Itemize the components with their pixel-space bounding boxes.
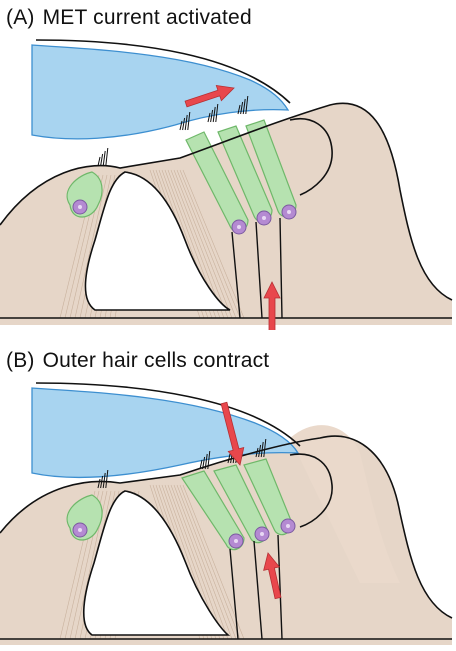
stereocilium [101, 154, 103, 166]
nucleolus [262, 216, 266, 220]
organ-of-corti-b [0, 383, 452, 645]
panel-a-diagram [0, 0, 456, 330]
panel-a: (A)MET current activated [0, 0, 456, 330]
nucleolus [286, 524, 290, 528]
nucleolus [237, 225, 241, 229]
nucleolus [234, 539, 238, 543]
panel-b-diagram [0, 343, 456, 651]
stereocilium [103, 151, 105, 166]
organ-of-corti-a [0, 40, 452, 330]
nucleolus [260, 532, 264, 536]
hair-bundle-icon [98, 148, 108, 166]
panel-b: (B)Outer hair cells contract [0, 343, 456, 651]
nucleolus [287, 210, 291, 214]
stereocilium [106, 148, 108, 166]
nucleolus [78, 528, 82, 532]
nucleolus [78, 205, 82, 209]
